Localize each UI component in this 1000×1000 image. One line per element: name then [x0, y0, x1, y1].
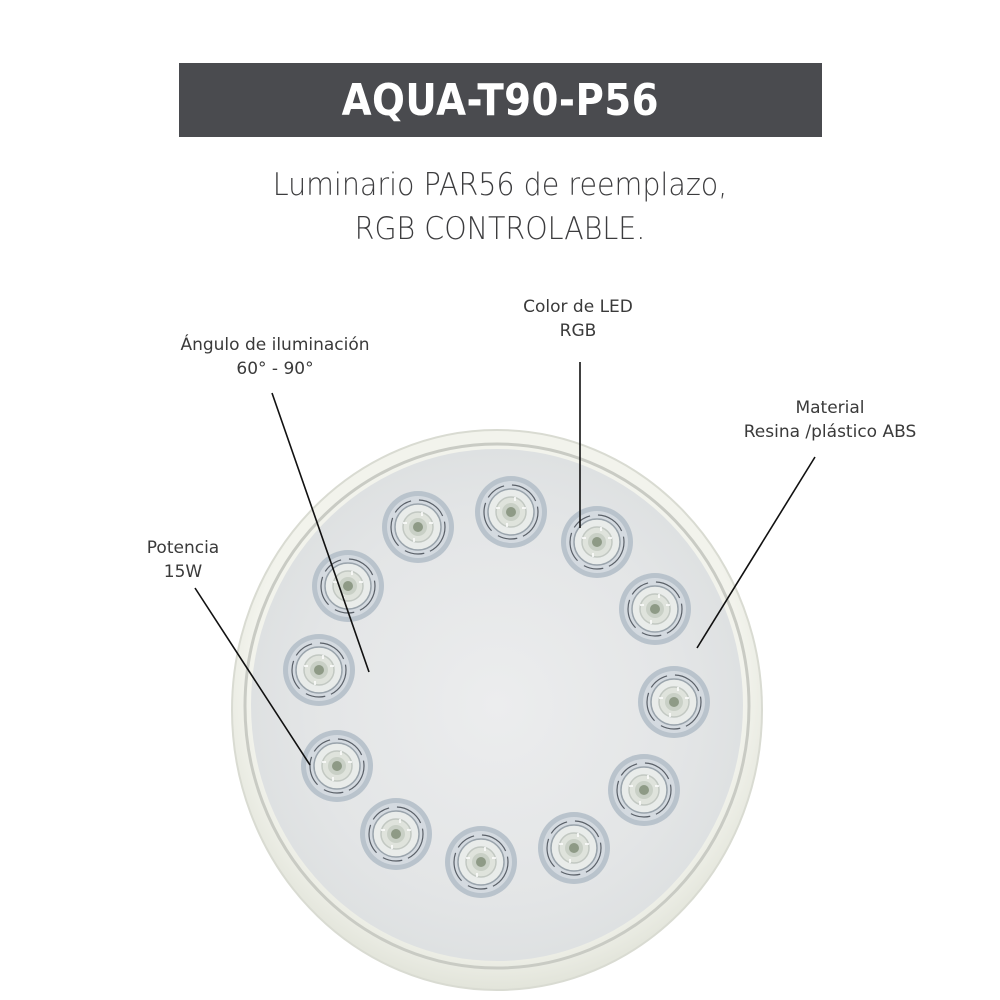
- subtitle-line-1: Luminario PAR56 de reemplazo,: [272, 167, 728, 203]
- led-icon: [282, 633, 356, 707]
- callout-angle: Ángulo de iluminación 60° - 90°: [150, 333, 400, 381]
- callout-material-value: Resina /plástico ABS: [743, 422, 917, 442]
- callout-angle-label: Ángulo de iluminación: [180, 335, 370, 355]
- led-icon: [381, 490, 455, 564]
- angle-leader-line: [271, 392, 370, 673]
- callout-power-label: Potencia: [146, 538, 220, 558]
- callout-power-value: 15W: [163, 562, 203, 582]
- subtitle-line-2: RGB CONTROLABLE.: [354, 211, 646, 247]
- led-icon: [359, 797, 433, 871]
- callout-material-label: Material: [795, 398, 865, 418]
- led-icon: [560, 505, 634, 579]
- led-icon: [618, 572, 692, 646]
- callout-led-color-label: Color de LED: [523, 297, 633, 317]
- product-title-bar: AQUA-T90-P56: [179, 63, 822, 137]
- material-leader-line: [696, 456, 816, 649]
- led-icon: [444, 825, 518, 899]
- callout-material: Material Resina /plástico ABS: [715, 396, 945, 444]
- product-title: AQUA-T90-P56: [341, 74, 660, 126]
- callout-led-color-value: RGB: [559, 321, 597, 341]
- led-icon: [474, 475, 548, 549]
- callout-led-color: Color de LED RGB: [478, 295, 678, 343]
- product-subtitle: Luminario PAR56 de reemplazo, RGB CONTRO…: [0, 163, 1000, 251]
- led-icon: [300, 729, 374, 803]
- callout-power: Potencia 15W: [118, 536, 248, 584]
- led-icon: [607, 753, 681, 827]
- led-icon: [637, 665, 711, 739]
- callout-angle-value: 60° - 90°: [236, 359, 314, 379]
- power-leader-line: [194, 587, 311, 766]
- led-icon: [537, 811, 611, 885]
